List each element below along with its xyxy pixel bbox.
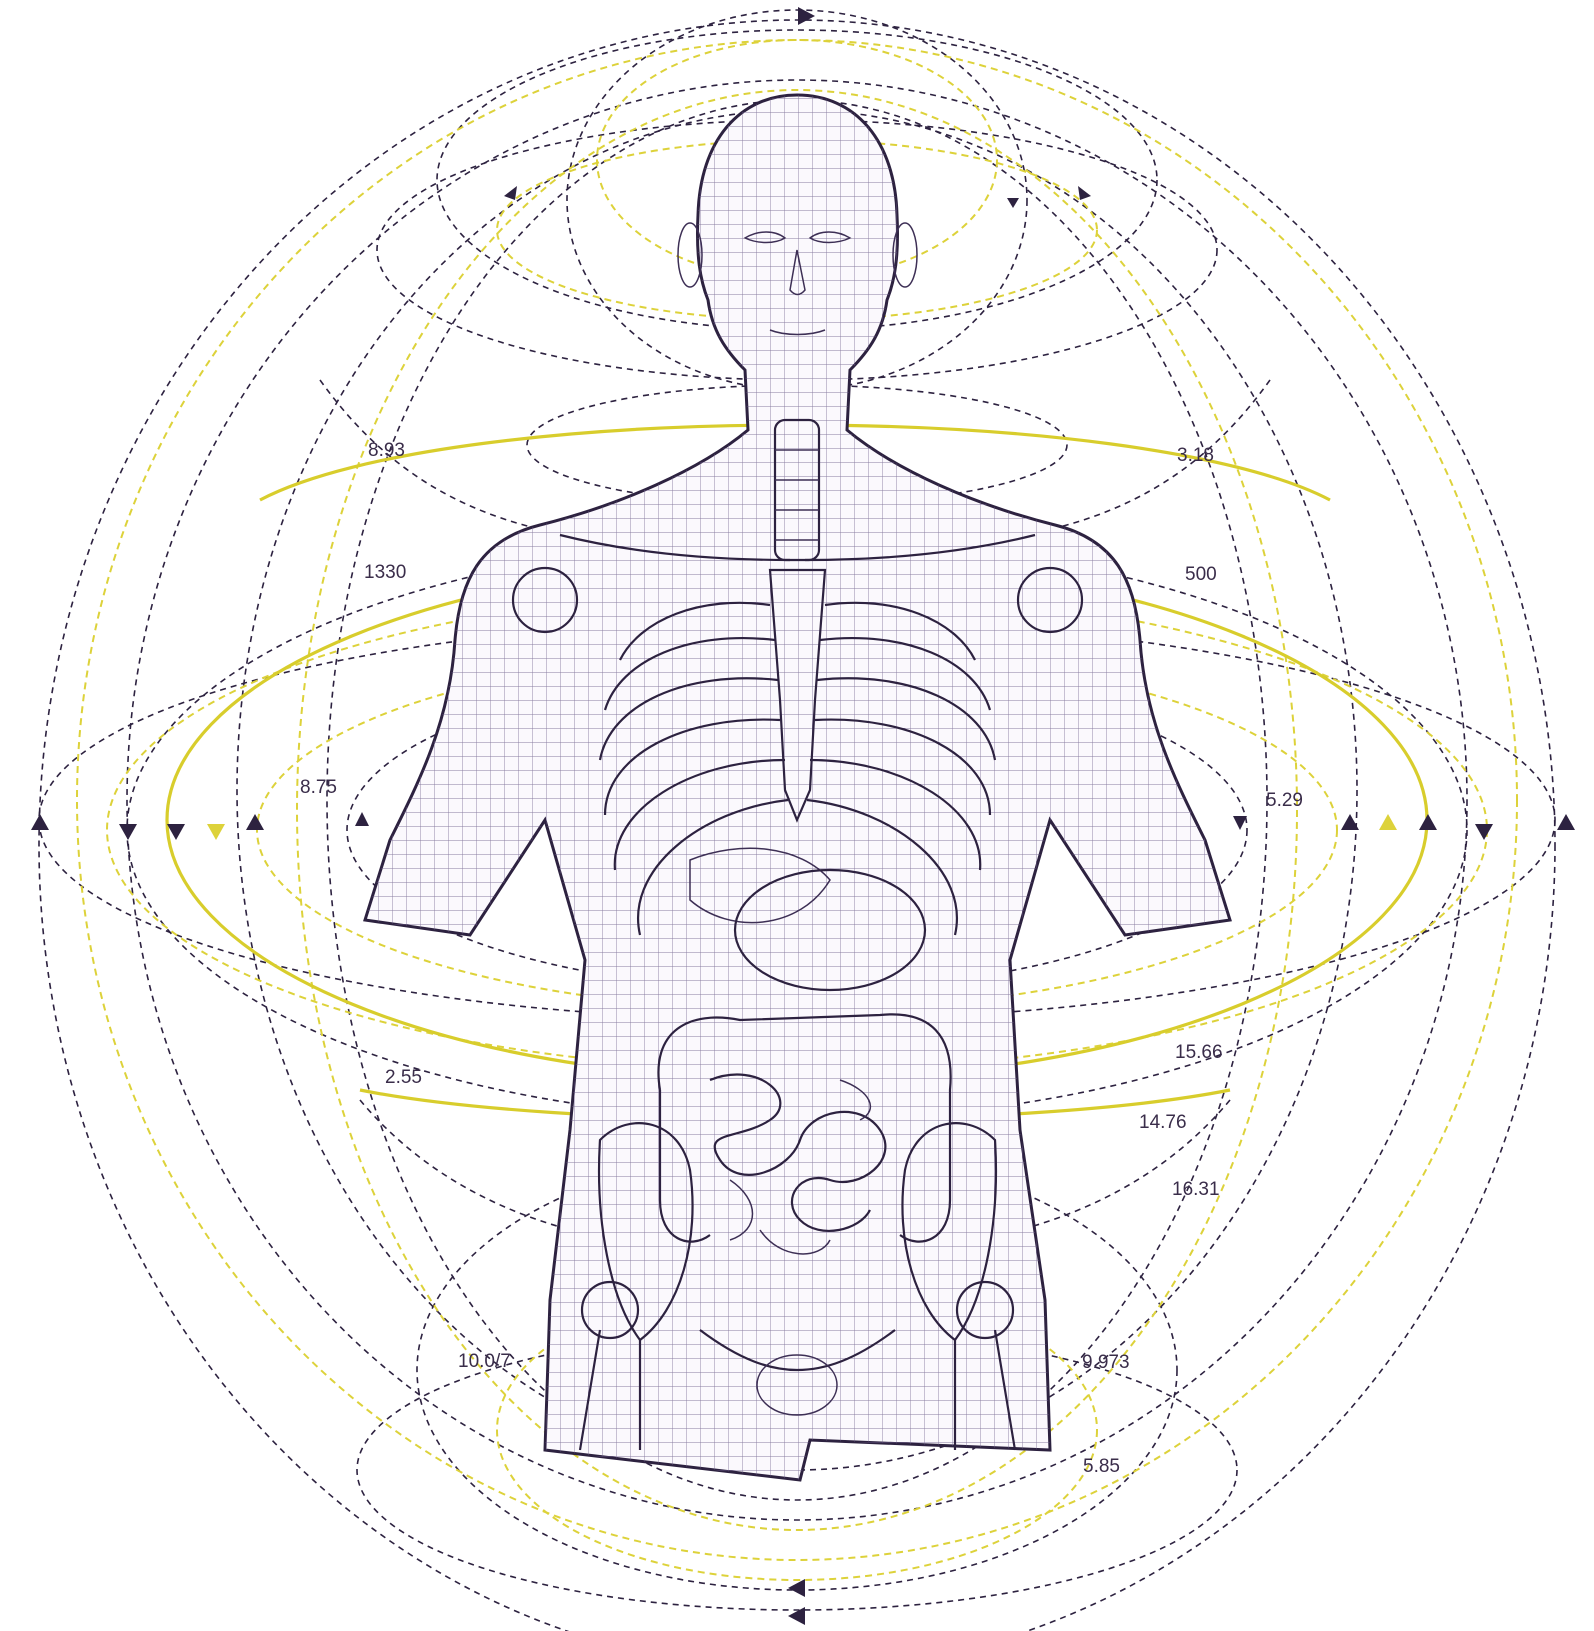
label-mid-left: 8.75: [300, 777, 337, 798]
arrow-head-left: [504, 186, 517, 200]
label-upper-right: 3.18: [1177, 445, 1214, 466]
label-shoulder-right: 500: [1185, 564, 1217, 585]
arrow-left-up-2: [246, 814, 264, 830]
arrow-right-up-3: [1557, 814, 1575, 830]
label-shoulder-left: 1330: [364, 562, 406, 583]
yellow-arrow-right: [1379, 814, 1397, 830]
arrow-head-right: [1078, 186, 1091, 200]
label-lower-right-1: 15.66: [1175, 1042, 1223, 1063]
body-wireframe-mesh: [360, 90, 1240, 1490]
arrow-right-down-1: [1233, 816, 1247, 830]
arrow-left-up-1: [31, 814, 49, 830]
label-lower-left-1: 2.55: [385, 1067, 422, 1088]
arrow-left-up-3: [355, 812, 369, 826]
label-lower-right-3: 16.31: [1172, 1179, 1220, 1200]
arrow-head-mid: [1007, 198, 1019, 208]
label-bottom-right: 5.85: [1083, 1456, 1120, 1477]
label-mid-right: 5.29: [1266, 790, 1303, 811]
label-hip-right: 9.973: [1082, 1352, 1130, 1373]
arrow-right-up-2: [1419, 814, 1437, 830]
arrow-bottom-1: [788, 1579, 805, 1597]
label-lower-right-2: 14.76: [1139, 1112, 1187, 1133]
label-hip-left: 10.0/7: [458, 1351, 511, 1372]
label-upper-left: 8.93: [368, 440, 405, 461]
arrow-right-down-2: [1475, 824, 1493, 840]
human-figure: [360, 90, 1240, 1490]
yellow-arrow-left: [207, 824, 225, 840]
arrow-left-down-1: [119, 824, 137, 840]
